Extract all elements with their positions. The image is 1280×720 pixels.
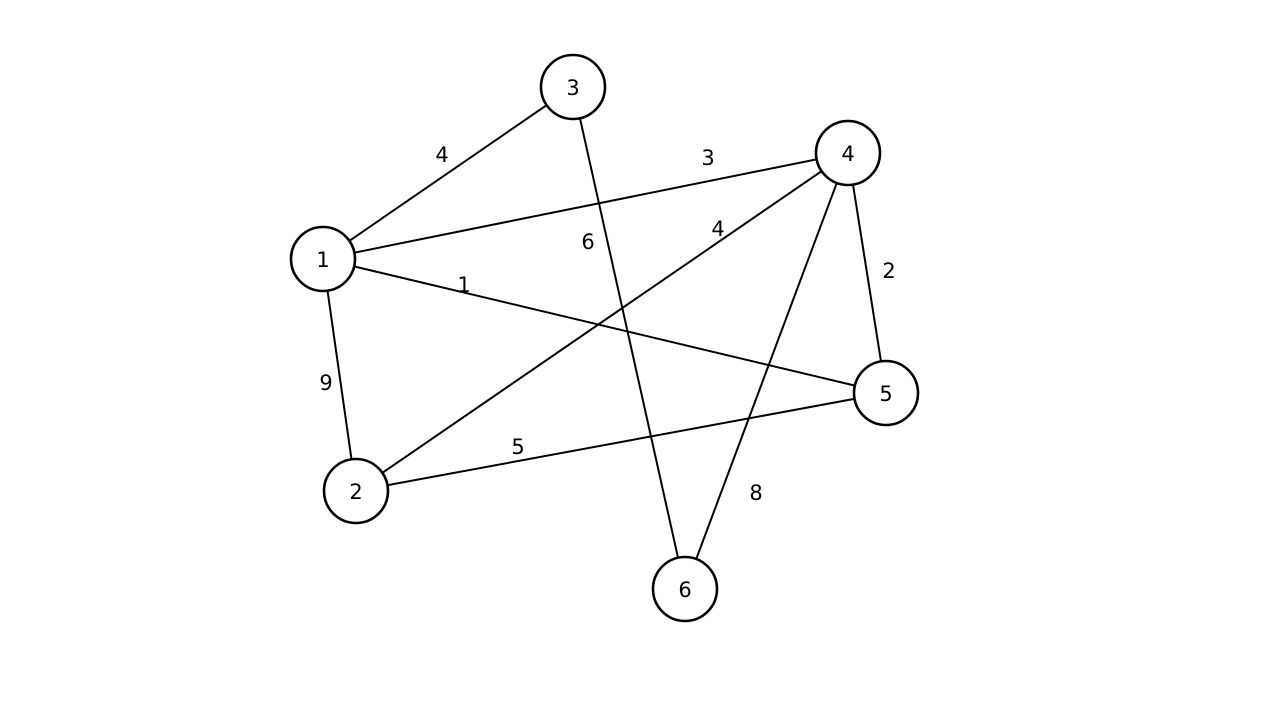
node-label-1: 1 [316,248,329,272]
node-circle-6 [651,555,719,623]
nodes-layer: 1 2 3 4 5 6 [289,53,920,623]
edge-4-6 [684,152,849,590]
edge-1-5 [322,258,887,394]
node-circle-5 [852,359,920,427]
edges-layer [322,86,887,590]
node-label-6: 6 [678,578,691,602]
edge-weight-label-4-6: 8 [749,481,762,505]
edge-2-5 [355,392,887,492]
edge-1-3 [322,86,574,260]
node-circle-3 [539,53,607,121]
node-label-5: 5 [879,382,892,406]
edge-weight-label-4-5: 2 [882,259,895,283]
node-5: 5 [852,359,920,427]
node-label-4: 4 [841,142,854,166]
node-4: 4 [814,119,882,187]
edge-3-6 [572,86,686,590]
node-3: 3 [539,53,607,121]
node-1: 1 [289,225,357,293]
edge-weight-label-3-6: 6 [581,230,594,254]
node-label-3: 3 [566,76,579,100]
edge-weight-label-1-3: 4 [435,143,448,167]
edge-4-5 [847,152,887,394]
edge-labels-layer: 4 3 1 9 6 4 2 8 5 [319,143,895,505]
node-6: 6 [651,555,719,623]
node-circle-1 [289,225,357,293]
edge-weight-label-1-2: 9 [319,371,332,395]
edge-weight-label-2-5: 5 [511,435,524,459]
node-2: 2 [322,457,390,525]
node-circle-4 [814,119,882,187]
edge-1-4 [322,152,849,260]
edge-weight-label-1-5: 1 [457,273,470,297]
edge-weight-label-4-2: 4 [711,217,724,241]
node-circle-2 [322,457,390,525]
edge-weight-label-1-4: 3 [701,146,714,170]
edge-1-2 [322,258,357,492]
node-label-2: 2 [349,480,362,504]
edge-4-2 [355,152,849,492]
